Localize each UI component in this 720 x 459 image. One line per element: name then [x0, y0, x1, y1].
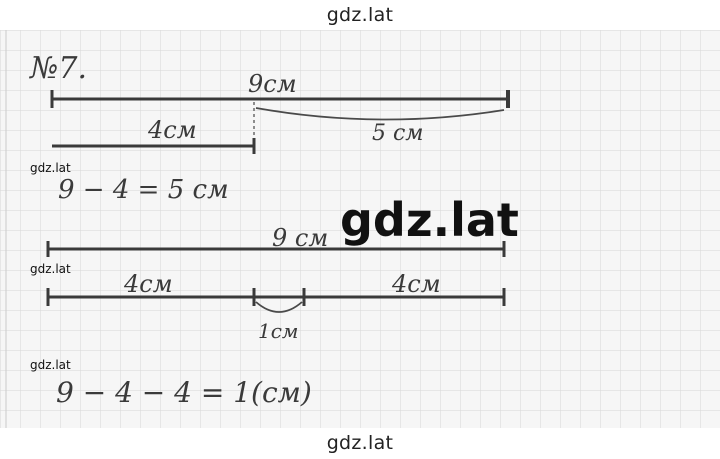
- d2-equation: 9 − 4 − 4 = 1(см): [56, 376, 312, 409]
- d2-middle-label: 1см: [258, 319, 299, 343]
- d2-middle-brace: [255, 301, 303, 313]
- footer-watermark: gdz.lat: [326, 432, 394, 454]
- d1-part-b-label: 5 см: [372, 121, 424, 146]
- side-watermark-3: gdz.lat: [30, 358, 71, 372]
- side-watermark-2: gdz.lat: [30, 262, 71, 276]
- d2-part-b-label: 4см: [391, 270, 441, 298]
- notebook-page: №7. 9см 4см 5 см 9 − 4 = 5 см 9 см 4см 4…: [0, 30, 720, 428]
- d2-total-label: 9 см: [272, 224, 328, 252]
- footer-band: gdz.lat: [0, 428, 720, 459]
- d1-equation: 9 − 4 = 5 см: [58, 175, 229, 205]
- d1-part-a-label: 4см: [147, 116, 197, 144]
- header-band: gdz.lat: [0, 0, 720, 30]
- header-watermark: gdz.lat: [326, 4, 394, 26]
- grid-lines: [0, 30, 720, 428]
- d1-total-label: 9см: [248, 70, 297, 98]
- side-watermark-1: gdz.lat: [30, 161, 71, 175]
- center-watermark: gdz.lat: [340, 193, 519, 247]
- d1-part-b-brace: [255, 107, 505, 121]
- problem-number: №7.: [28, 51, 87, 86]
- d2-part-a-label: 4см: [123, 270, 173, 298]
